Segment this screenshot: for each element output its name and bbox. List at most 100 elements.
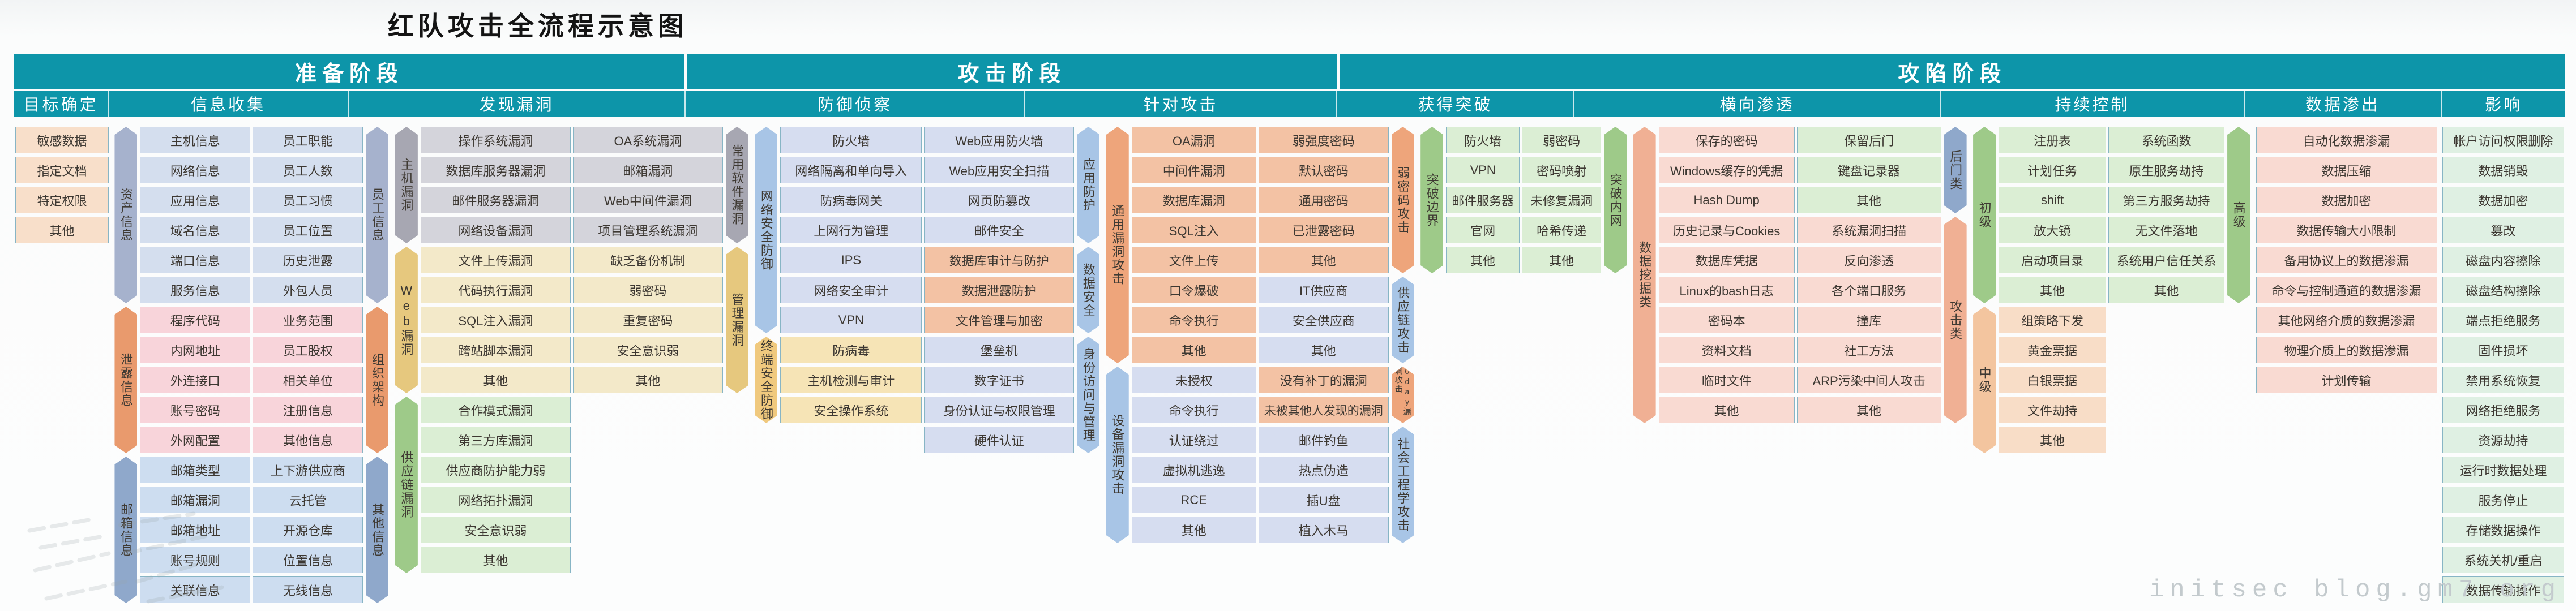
info-gathering-group: 资产信息泄露信息邮箱信息主机信息网络信息应用信息域名信息端口信息服务信息程序代码… [113,127,390,606]
category-ribbon: 网络安全防御 [755,127,777,333]
item-cell: 放大镜 [1999,217,2107,243]
item-cell: 固件损坏 [2442,337,2564,363]
item-cell: 其他 [572,367,723,393]
item-cell: 业务范围 [253,307,363,333]
item-cell: 备用协议上的数据渗漏 [2256,247,2437,273]
item-cell: 数据库漏洞 [1131,187,1256,213]
item-cell: 植入木马 [1258,517,1389,543]
category-ribbon: Web漏洞 [395,247,418,393]
item-cell: 保留后门 [1796,127,1941,153]
data-exfiltration-column-1: 自动化数据渗漏数据压缩数据加密数据传输大小限制备用协议上的数据渗漏命令与控制通道… [2256,127,2437,397]
section-header: 防御侦察 [686,91,1025,117]
item-cell: 命令与控制通道的数据渗漏 [2256,277,2437,303]
item-cell: 组策略下发 [1999,307,2107,333]
item-cell: 物理介质上的数据渗漏 [2256,337,2437,363]
item-cell: 其他信息 [253,427,363,453]
item-cell: 系统漏洞扫描 [1796,217,1941,243]
item-cell: 外连接口 [140,367,251,393]
item-cell: 主机检测与审计 [780,367,922,393]
item-cell: 指定文档 [15,157,109,183]
category-ribbon: 设备漏洞攻击 [1106,367,1129,543]
item-cell: 篡改 [2442,217,2564,243]
item-cell: 官网 [1446,217,1520,243]
impact-column-1: 帐户访问权限删除数据销毁数据加密篡改磁盘内容擦除磁盘结构擦除端点拒绝服务固件损坏… [2442,127,2564,606]
item-cell: 计划传输 [2256,367,2437,393]
item-cell: 端点拒绝服务 [2442,307,2564,333]
item-cell: 其他 [1258,337,1389,363]
item-cell: 无线信息 [253,576,363,603]
item-cell: 外网配置 [140,427,251,453]
item-cell: 网页防篡改 [924,187,1075,213]
item-cell: Web应用防火墙 [924,127,1075,153]
section-header: 发现漏洞 [349,91,686,117]
item-cell: 网络信息 [140,157,251,183]
item-cell: ARP污染中间人攻击 [1796,367,1941,393]
item-cell: 文件上传漏洞 [420,247,571,273]
item-cell: 无文件落地 [2108,217,2225,243]
item-cell: 第三方库漏洞 [420,427,571,453]
item-cell: 安全供应商 [1258,307,1389,333]
item-cell: 注册信息 [253,397,363,423]
page-title: 红队攻击全流程示意图 [388,11,688,41]
item-cell: 临时文件 [1658,367,1795,393]
item-cell: 口令爆破 [1131,277,1256,303]
item-cell: 防病毒 [780,337,922,363]
item-cell: 数据库服务器漏洞 [420,157,571,183]
category-ribbon: 组织架构 [366,307,388,453]
item-cell: 数据压缩 [2256,157,2437,183]
item-cell: VPN [1446,157,1520,183]
item-cell: 磁盘内容擦除 [2442,247,2564,273]
item-cell: 白银票据 [1999,367,2107,393]
category-ribbon: 中级 [1973,307,1996,453]
goal-definition-group: 敏感数据指定文档特定权限其他 [14,127,110,247]
item-cell: shift [1999,187,2107,213]
item-cell: 各个端口服务 [1796,277,1941,303]
item-cell: 内网地址 [140,337,251,363]
item-cell: RCE [1131,487,1256,513]
item-cell: 员工位置 [253,217,363,243]
item-cell: 黄金票据 [1999,337,2107,363]
item-cell: 启动项目录 [1999,247,2107,273]
section-header: 目标确定 [14,91,109,117]
item-cell: 通用密码 [1258,187,1389,213]
item-cell: 网络隔离和单向导入 [780,157,922,183]
item-cell: Windows缓存的凭据 [1658,157,1795,183]
header-band: 准备阶段攻击阶段攻陷阶段 目标确定信息收集发现漏洞防御侦察针对攻击获得突破横向渗… [14,54,2565,117]
item-cell: SQL注入 [1131,217,1256,243]
item-cell: Linux的bash日志 [1658,277,1795,303]
persistence-left-ribbons: 初级中级 [1973,127,1996,457]
item-cell: 默认密码 [1258,157,1389,183]
item-cell: 命令执行 [1131,397,1256,423]
item-cell: 未被其他人发现的漏洞 [1258,397,1389,423]
item-cell: 弱密码 [1522,127,1602,153]
section-header: 获得突破 [1337,91,1574,117]
item-cell: 键盘记录器 [1796,157,1941,183]
item-cell: 其他 [420,547,571,573]
item-cell: 历史记录与Cookies [1658,217,1795,243]
item-cell: 安全意识弱 [572,337,723,363]
category-ribbon: 攻击类 [1944,217,1967,423]
item-cell: 云托管 [253,487,363,513]
breakthrough-right-ribbons: 突破内网 [1604,127,1627,277]
section-header: 持续控制 [1941,91,2245,117]
item-cell: Hash Dump [1658,187,1795,213]
category-ribbon: 员工信息 [366,127,388,303]
item-cell: 第三方服务劫持 [2108,187,2225,213]
item-cell: 跨站脚本漏洞 [420,337,571,363]
item-cell: 主机信息 [140,127,251,153]
item-cell: 密码喷射 [1522,157,1602,183]
item-cell: 撞库 [1796,307,1941,333]
defense-recon-left-ribbons: 网络安全防御终端安全防御 [755,127,777,427]
item-cell: 已泄露密码 [1258,217,1389,243]
item-cell: 其他 [1999,427,2107,453]
item-cell: SQL注入漏洞 [420,307,571,333]
phase-header-row: 准备阶段攻击阶段攻陷阶段 [14,54,2565,89]
section-header: 数据渗出 [2245,91,2442,117]
item-cell: 邮箱漏洞 [572,157,723,183]
item-cell: 项目管理系统漏洞 [572,217,723,243]
